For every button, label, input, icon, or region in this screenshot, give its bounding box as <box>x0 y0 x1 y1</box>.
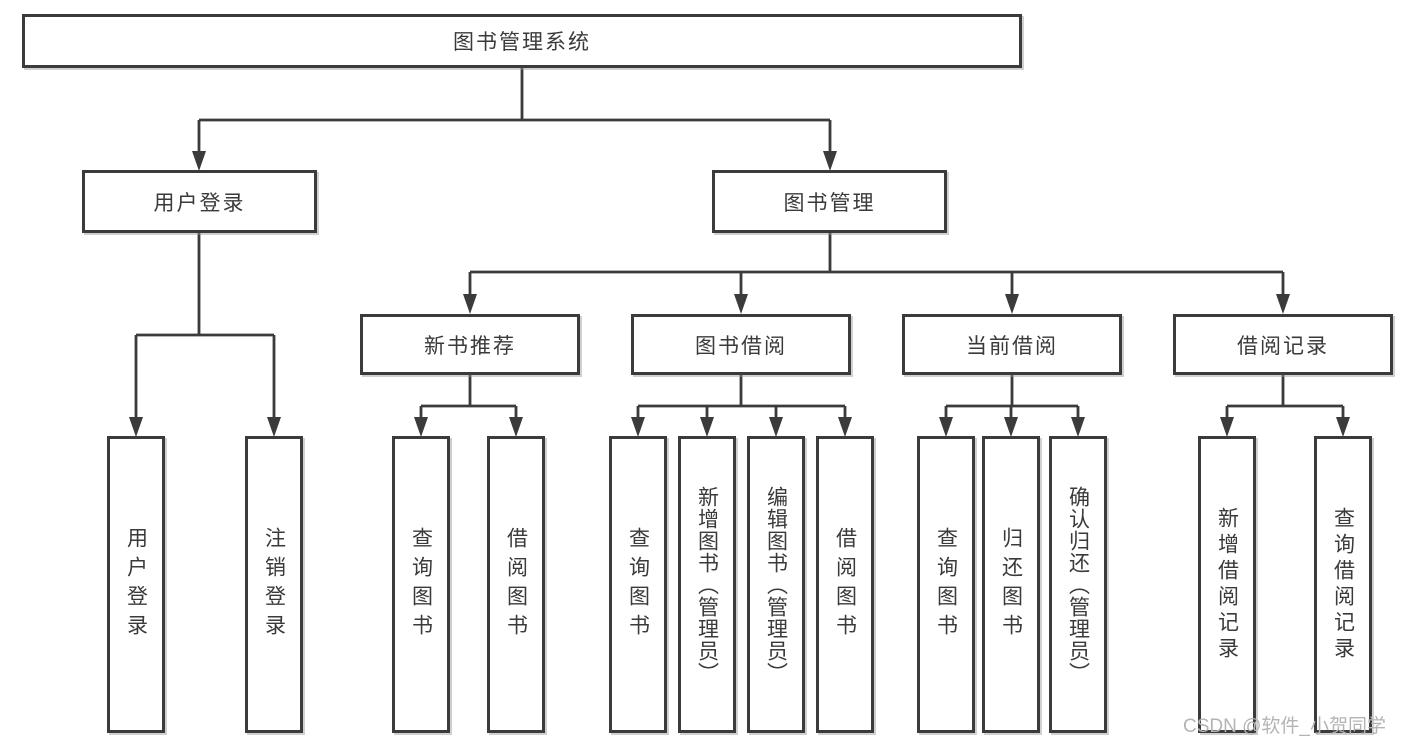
leaf-label: 新增借阅记录 <box>1215 506 1239 663</box>
leaf-borrow-books-recommend: 借阅图书 <box>487 436 545 733</box>
node-borrow-records: 借阅记录 <box>1173 314 1393 375</box>
leaf-query-borrow-record: 查询借阅记录 <box>1314 436 1372 733</box>
node-label: 借阅记录 <box>1237 334 1329 358</box>
leaf-borrow-books-borrow: 借阅图书 <box>816 436 874 733</box>
leaf-label: 查询图书 <box>934 526 958 643</box>
leaf-query-books-borrow: 查询图书 <box>609 436 667 733</box>
leaf-label: 新增图书（管理员） <box>695 485 719 684</box>
csdn-watermark: CSDN @软件_小贺同学 <box>1183 716 1386 737</box>
leaf-label: 归还图书 <box>999 526 1023 643</box>
leaf-label: 查询借阅记录 <box>1331 506 1355 663</box>
node-label: 新书推荐 <box>424 334 516 358</box>
leaf-label: 借阅图书 <box>833 526 857 643</box>
leaf-label: 确认归还（管理员） <box>1066 485 1090 684</box>
leaf-label: 查询图书 <box>626 526 650 643</box>
node-new-book-recommend: 新书推荐 <box>360 314 580 375</box>
leaf-label: 用户登录 <box>124 526 148 643</box>
node-label: 用户登录 <box>153 191 246 215</box>
node-book-borrow: 图书借阅 <box>631 314 851 375</box>
leaf-label: 编辑图书（管理员） <box>764 485 788 684</box>
connector-lines <box>134 68 1345 419</box>
leaf-user-login: 用户登录 <box>107 436 165 733</box>
leaf-label: 注销登录 <box>262 526 286 643</box>
node-current-borrow: 当前借阅 <box>902 314 1122 375</box>
node-label: 当前借阅 <box>966 334 1058 358</box>
node-library-management-system: 图书管理系统 <box>22 14 1022 68</box>
node-label: 图书管理 <box>783 191 876 215</box>
leaf-edit-book-admin: 编辑图书（管理员） <box>747 436 805 733</box>
leaf-add-borrow-record: 新增借阅记录 <box>1198 436 1256 733</box>
node-label: 图书管理系统 <box>453 31 591 54</box>
leaf-query-books-current: 查询图书 <box>917 436 975 733</box>
node-book-management: 图书管理 <box>712 170 947 233</box>
leaf-add-book-admin: 新增图书（管理员） <box>678 436 736 733</box>
arrowheads <box>129 151 1350 437</box>
leaf-logout-login: 注销登录 <box>245 436 303 733</box>
leaf-return-book: 归还图书 <box>982 436 1040 733</box>
node-user-login: 用户登录 <box>82 170 317 233</box>
leaf-confirm-return-admin: 确认归还（管理员） <box>1049 436 1107 733</box>
leaf-label: 借阅图书 <box>504 526 528 643</box>
leaf-label: 查询图书 <box>409 526 433 643</box>
leaf-query-books-recommend: 查询图书 <box>392 436 450 733</box>
node-label: 图书借阅 <box>695 334 787 358</box>
